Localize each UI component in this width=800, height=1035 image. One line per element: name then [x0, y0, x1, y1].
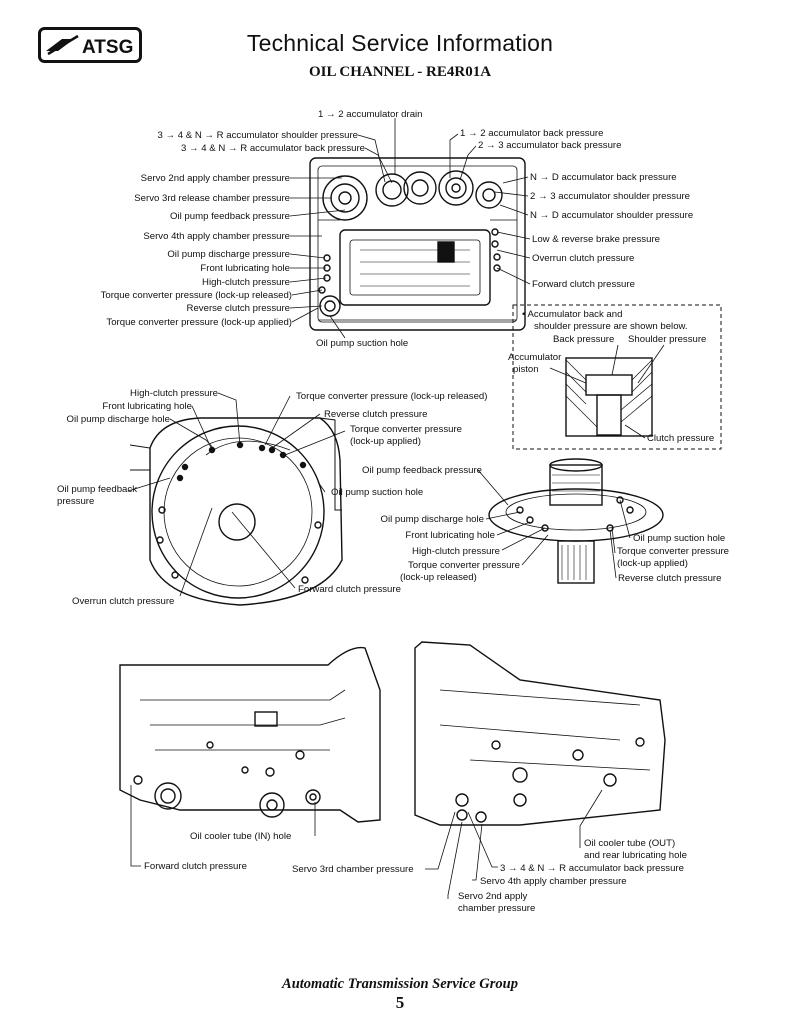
accum-piston-line1: Accumulator	[508, 352, 562, 363]
side-servo-2nd-line1: Servo 2nd apply	[458, 891, 528, 902]
label-low-reverse-brake: Low & reverse brake pressure	[532, 234, 660, 245]
label-tc-released: Torque converter pressure (lock-up relea…	[100, 290, 292, 301]
case-pump-discharge: Oil pump discharge hole	[66, 414, 170, 425]
atsg-logo: ATSG	[38, 27, 142, 63]
pump-tc-released-line2: (lock-up released)	[400, 572, 477, 583]
page-number: 5	[395, 993, 405, 1012]
side-servo-4th: Servo 4th apply chamber pressure	[480, 876, 627, 887]
case-reverse-clutch: Reverse clutch pressure	[324, 409, 428, 420]
label-oil-pump-suction: Oil pump suction hole	[316, 338, 409, 349]
page-subtitle: OIL CHANNEL - RE4R01A	[308, 64, 492, 80]
label-oil-pump-feedback: Oil pump feedback pressure	[170, 211, 290, 222]
label-12-accumulator-drain: 1 → 2 accumulator drain	[318, 109, 423, 120]
case-side-drawing	[119, 641, 666, 826]
case-front-drawing	[129, 417, 343, 606]
accum-clutch-pressure: Clutch pressure	[647, 433, 715, 444]
label-34-accum-back: 3 → 4 & N → R accumulator back pressure	[181, 143, 365, 154]
label-forward-clutch: Forward clutch pressure	[532, 279, 635, 290]
pump-front-lub: Front lubricating hole	[405, 530, 495, 541]
footer-org: Automatic Transmission Service Group	[282, 976, 518, 992]
side-cooler-out-line2: and rear lubricating hole	[584, 850, 687, 861]
label-12-accum-back: 1 → 2 accumulator back pressure	[460, 128, 604, 139]
label-high-clutch: High-clutch pressure	[202, 277, 290, 288]
side-cooler-in: Oil cooler tube (IN) hole	[190, 831, 292, 842]
accum-back-pressure: Back pressure	[553, 334, 615, 345]
label-tc-applied: Torque converter pressure (lock-up appli…	[106, 317, 292, 328]
case-tc-applied-line2: (lock-up applied)	[350, 436, 421, 447]
case-tc-applied-line1: Torque converter pressure	[350, 424, 462, 435]
case-high-clutch: High-clutch pressure	[130, 388, 218, 399]
label-23-accum-back: 2 → 3 accumulator back pressure	[478, 140, 622, 151]
oil-pump-drawing	[488, 458, 664, 584]
pump-suction: Oil pump suction hole	[633, 533, 726, 544]
pump-discharge: Oil pump discharge hole	[380, 514, 484, 525]
case-front-lub: Front lubricating hole	[102, 401, 192, 412]
pump-feedback: Oil pump feedback pressure	[362, 465, 482, 476]
side-accum-34: 3 → 4 & N → R accumulator back pressure	[500, 863, 684, 874]
label-servo-3rd-release: Servo 3rd release chamber pressure	[134, 193, 290, 204]
label-nd-accum-back: N → D accumulator back pressure	[530, 172, 677, 183]
label-34-accum-shoulder: 3 → 4 & N → R accumulator shoulder press…	[157, 130, 359, 141]
valve-body-drawing	[309, 157, 526, 331]
case-tc-released: Torque converter pressure (lock-up relea…	[296, 391, 488, 402]
leader-lines	[127, 118, 631, 899]
accum-piston-line2: piston	[513, 364, 539, 375]
accum-shoulder-pressure: Shoulder pressure	[628, 334, 707, 345]
logo-text: ATSG	[82, 37, 133, 58]
case-forward-clutch: Forward clutch pressure	[298, 584, 401, 595]
case-overrun-clutch: Overrun clutch pressure	[72, 596, 175, 607]
label-front-lubricating: Front lubricating hole	[200, 263, 290, 274]
label-reverse-clutch: Reverse clutch pressure	[186, 303, 290, 314]
case-feedback-line1: Oil pump feedback	[57, 484, 137, 495]
side-servo-3rd: Servo 3rd chamber pressure	[292, 864, 414, 875]
pump-tc-applied-line1: Torque converter pressure	[617, 546, 729, 557]
page-title: Technical Service Information	[246, 30, 554, 56]
side-servo-2nd-line2: chamber pressure	[458, 903, 536, 914]
label-oil-pump-discharge: Oil pump discharge pressure	[167, 249, 290, 260]
side-forward-clutch: Forward clutch pressure	[144, 861, 247, 872]
pump-high-clutch: High-clutch pressure	[412, 546, 500, 557]
pump-reverse-clutch: Reverse clutch pressure	[618, 573, 722, 584]
side-cooler-out-line1: Oil cooler tube (OUT)	[584, 838, 676, 849]
pump-tc-applied-line2: (lock-up applied)	[617, 558, 688, 569]
label-23-accum-shoulder: 2 → 3 accumulator shoulder pressure	[530, 191, 690, 202]
case-suction-hole: Oil pump suction hole	[331, 487, 424, 498]
label-nd-accum-shoulder: N → D accumulator shoulder pressure	[530, 210, 694, 221]
label-overrun-clutch: Overrun clutch pressure	[532, 253, 635, 264]
label-servo-2nd-apply: Servo 2nd apply chamber pressure	[140, 173, 290, 184]
accum-note-line1: • Accumulator back and	[522, 309, 623, 320]
case-feedback-line2: pressure	[57, 496, 95, 507]
label-servo-4th-apply: Servo 4th apply chamber pressure	[143, 231, 290, 242]
pump-tc-released-line1: Torque converter pressure	[408, 560, 520, 571]
accumulator-box-drawing	[512, 304, 722, 450]
accum-note-line2: shoulder pressure are shown below.	[534, 321, 688, 332]
